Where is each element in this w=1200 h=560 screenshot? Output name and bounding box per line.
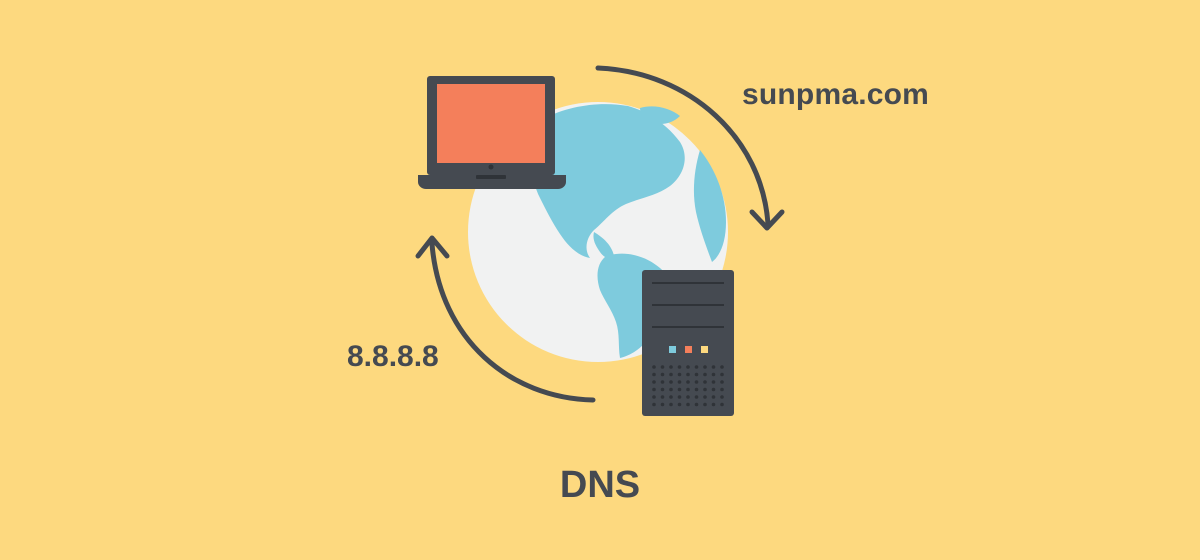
vent-dot [669, 395, 673, 399]
vent-dot [686, 365, 690, 369]
vent-dot [652, 365, 656, 369]
vent-dot [660, 380, 665, 384]
arrow-down-curved-icon [595, 65, 785, 231]
vent-dot [660, 402, 665, 407]
vent-dot [720, 387, 724, 392]
vent-dot [711, 395, 716, 399]
vent-dot [669, 380, 673, 384]
vent-dot [652, 395, 656, 399]
server-icon [642, 270, 734, 416]
vent-dot [694, 365, 699, 369]
vent-dot [686, 402, 690, 407]
server-led-yellow [701, 346, 708, 353]
vent-dot [660, 395, 665, 399]
vent-dot [694, 372, 699, 377]
laptop-icon [418, 76, 566, 189]
vent-dot [652, 372, 656, 377]
vent-dot [677, 395, 682, 399]
arrow-up-curved-icon [415, 235, 596, 403]
vent-dot [711, 387, 716, 392]
vent-dot [686, 380, 690, 384]
vent-dot [669, 365, 673, 369]
server-vent-grid [652, 365, 724, 407]
vent-dot [703, 387, 707, 392]
vent-dot [686, 395, 690, 399]
vent-dot [686, 387, 690, 392]
vent-dot [720, 365, 724, 369]
vent-dot [686, 372, 690, 377]
vent-dot [711, 402, 716, 407]
vent-dot [652, 402, 656, 407]
vent-dot [703, 365, 707, 369]
vent-dot [720, 380, 724, 384]
vent-dot [720, 372, 724, 377]
vent-dot [677, 402, 682, 407]
server-led-red [685, 346, 692, 353]
vent-dot [652, 387, 656, 392]
vent-dot [677, 380, 682, 384]
vent-dot [677, 387, 682, 392]
vent-dot [703, 402, 707, 407]
ip-address-label: 8.8.8.8 [347, 340, 439, 373]
vent-dot [711, 380, 716, 384]
vent-dot [669, 402, 673, 407]
vent-dot [660, 372, 665, 377]
vent-dot [660, 387, 665, 392]
server-led-blue [669, 346, 676, 353]
vent-dot [694, 402, 699, 407]
vent-dot [711, 372, 716, 377]
vent-dot [694, 380, 699, 384]
vent-dot [652, 380, 656, 384]
vent-dot [720, 395, 724, 399]
vent-dot [694, 387, 699, 392]
vent-dot [669, 387, 673, 392]
vent-dot [660, 365, 665, 369]
vent-dot [711, 365, 716, 369]
domain-label: sunpma.com [742, 78, 930, 111]
vent-dot [669, 372, 673, 377]
vent-dot [703, 395, 707, 399]
vent-dot [677, 372, 682, 377]
vent-dot [694, 395, 699, 399]
vent-dot [703, 380, 707, 384]
diagram-title: DNS [559, 464, 641, 506]
vent-dot [703, 372, 707, 377]
vent-dot [720, 402, 724, 407]
vent-dot [677, 365, 682, 369]
